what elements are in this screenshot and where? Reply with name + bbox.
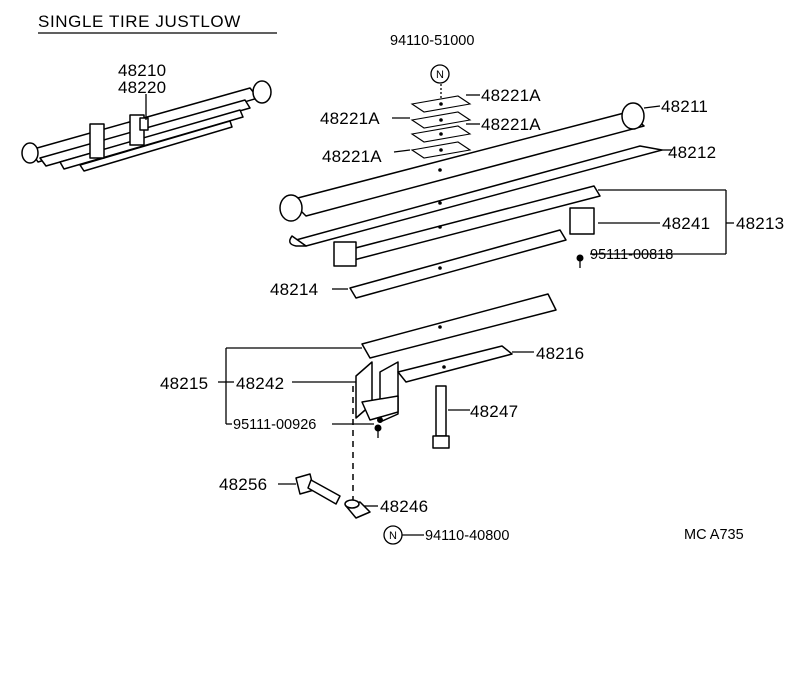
label-48221A-2: 48221A bbox=[320, 109, 380, 128]
bushing-48246 bbox=[344, 499, 371, 519]
label-95111-00818: 95111-00818 bbox=[590, 247, 673, 263]
label-95111-00926: 95111-00926 bbox=[233, 417, 316, 433]
plate-48216 bbox=[397, 345, 513, 383]
diagram-code: MC A735 bbox=[684, 527, 744, 543]
n-marker-letter: N bbox=[389, 530, 397, 542]
assembled-spring-thumbnail bbox=[21, 80, 272, 172]
label-48256: 48256 bbox=[219, 475, 267, 494]
third-leaf-48213 bbox=[333, 185, 601, 267]
bolt-48256 bbox=[295, 473, 341, 505]
label-48213: 48213 bbox=[736, 214, 784, 233]
leaf-48214 bbox=[349, 229, 567, 299]
label-48216: 48216 bbox=[536, 344, 584, 363]
label-48210: 48210 bbox=[118, 61, 166, 80]
n-marker-letter: N bbox=[436, 69, 444, 81]
n-marker-icon bbox=[430, 64, 450, 84]
bracket-48242 bbox=[355, 361, 399, 423]
shim-stack bbox=[410, 84, 472, 159]
bolt-48247 bbox=[432, 385, 450, 449]
main-leaf-48211 bbox=[279, 102, 645, 222]
label-48246: 48246 bbox=[380, 497, 428, 516]
label-48247: 48247 bbox=[470, 402, 518, 421]
label-48215: 48215 bbox=[160, 374, 208, 393]
label-48220: 48220 bbox=[118, 78, 166, 97]
label-48221A-1: 48221A bbox=[481, 86, 541, 105]
pad-48215 bbox=[361, 293, 557, 359]
label-48241: 48241 bbox=[662, 214, 710, 233]
label-48221A-3: 48221A bbox=[481, 115, 541, 134]
diagram-title: SINGLE TIRE JUSTLOW bbox=[38, 12, 241, 31]
label-94110-40800: 94110-40800 bbox=[425, 528, 509, 544]
label-48214: 48214 bbox=[270, 280, 318, 299]
label-48211: 48211 bbox=[661, 97, 708, 116]
label-48212: 48212 bbox=[668, 143, 716, 162]
label-48242: 48242 bbox=[236, 374, 284, 393]
label-94110-51000: 94110-51000 bbox=[390, 33, 474, 49]
label-48221A-4: 48221A bbox=[322, 147, 382, 166]
